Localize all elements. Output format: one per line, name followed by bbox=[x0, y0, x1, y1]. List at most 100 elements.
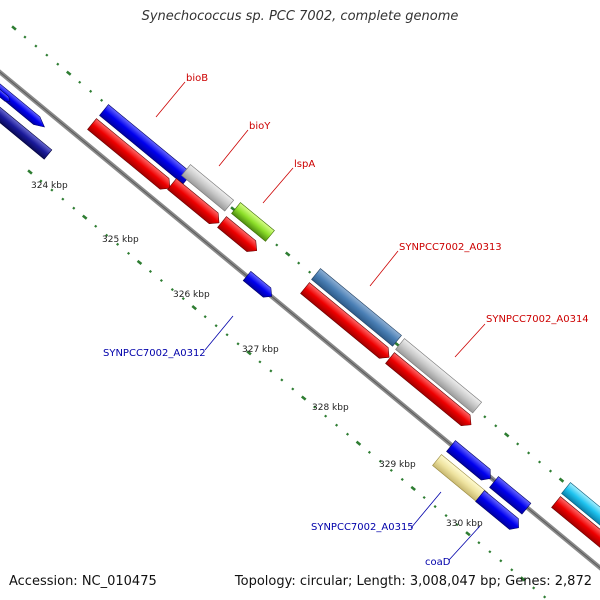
tick-dot bbox=[300, 395, 307, 401]
tick-dot bbox=[34, 44, 38, 48]
tick-dot bbox=[159, 278, 163, 283]
accession-text: Accession: NC_010475 bbox=[9, 574, 157, 589]
tick-label: 325 kbp bbox=[102, 235, 139, 245]
gene-arrow-lspA[interactable] bbox=[231, 202, 275, 242]
tick-dot bbox=[65, 70, 72, 76]
tick-dot bbox=[324, 414, 328, 418]
gene-arrow[interactable] bbox=[561, 482, 600, 532]
gene-label-bioB[interactable]: bioB bbox=[186, 73, 208, 84]
gene-arrow-bioY[interactable] bbox=[167, 178, 224, 229]
tick-dot bbox=[532, 586, 536, 590]
gene-label-A0314[interactable]: SYNPCC7002_A0314 bbox=[486, 314, 589, 325]
gene-arrow-A0314[interactable] bbox=[395, 338, 483, 414]
tick-dot bbox=[105, 233, 109, 237]
tick-dot bbox=[148, 269, 152, 274]
tick-dot bbox=[280, 378, 284, 382]
tick-label: 324 kbp bbox=[31, 181, 68, 191]
tick-dot bbox=[100, 98, 104, 102]
tick-dot bbox=[39, 179, 43, 183]
tick-dot bbox=[236, 342, 240, 346]
gene-label-bioY[interactable]: bioY bbox=[249, 121, 271, 132]
gene-label-lspA[interactable]: lspA bbox=[294, 159, 315, 170]
tick-dot bbox=[422, 495, 426, 500]
tick-dot bbox=[488, 550, 492, 554]
tick-dot bbox=[548, 469, 553, 473]
tick-dot bbox=[519, 576, 526, 582]
gene-arrow[interactable] bbox=[0, 104, 53, 160]
tick-dot bbox=[56, 62, 60, 66]
tick-dot bbox=[465, 531, 471, 537]
tick-dot bbox=[225, 333, 229, 337]
gene-label-A0315[interactable]: SYNPCC7002_A0315 bbox=[311, 522, 414, 533]
tick-dot bbox=[444, 514, 448, 518]
gene-arrow[interactable] bbox=[385, 352, 476, 431]
tick-dot bbox=[72, 206, 76, 210]
tick-dot bbox=[89, 89, 93, 93]
gene-label-A0312[interactable]: SYNPCC7002_A0312 bbox=[103, 348, 206, 359]
map-title: Synechococcus sp. PCC 7002, complete gen… bbox=[141, 9, 459, 24]
gene-arrow-A0312[interactable] bbox=[242, 270, 275, 301]
tick-dot bbox=[297, 261, 301, 265]
gene-features bbox=[0, 81, 600, 553]
tick-dot bbox=[191, 305, 197, 311]
tick-dot bbox=[11, 25, 17, 31]
gene-label-A0313[interactable]: SYNPCC7002_A0313 bbox=[399, 242, 502, 253]
gene-arrow[interactable] bbox=[181, 164, 235, 212]
tick-dot bbox=[181, 297, 185, 301]
tick-dot bbox=[269, 369, 273, 373]
tick-dot bbox=[510, 568, 514, 572]
tick-dot bbox=[214, 324, 218, 328]
label-leaders bbox=[155, 81, 486, 561]
gene-arrow[interactable] bbox=[489, 476, 532, 515]
gene-label-coaD[interactable]: coaD bbox=[425, 557, 451, 568]
tick-dot bbox=[258, 360, 262, 364]
tick-dot bbox=[50, 188, 54, 192]
gene-arrow-coaD[interactable] bbox=[475, 490, 523, 534]
tick-dot bbox=[275, 243, 279, 247]
tick-label: 326 kbp bbox=[173, 290, 210, 300]
tick-dot bbox=[27, 169, 33, 175]
tick-labels: 324 kbp 325 kbp 326 kbp 327 kbp 328 kbp … bbox=[31, 181, 483, 529]
gene-arrow[interactable] bbox=[300, 282, 394, 363]
gene-labels: bioB bioY lspA SYNPCC7002_A0313 SYNPCC70… bbox=[103, 73, 589, 568]
tick-dot bbox=[355, 440, 362, 446]
genome-summary-text: Topology: circular; Length: 3,008,047 bp… bbox=[234, 574, 592, 589]
tick-dot bbox=[170, 287, 174, 292]
tick-dot bbox=[527, 451, 531, 455]
gene-arrow[interactable] bbox=[87, 118, 175, 194]
tick-dot bbox=[116, 242, 120, 246]
tick-dot bbox=[378, 459, 382, 463]
tick-dot bbox=[455, 523, 459, 527]
tick-label: 328 kbp bbox=[312, 403, 349, 413]
tick-label: 327 kbp bbox=[242, 345, 279, 355]
tick-dot bbox=[136, 259, 143, 266]
tick-dot bbox=[538, 460, 542, 464]
tick-dot bbox=[335, 423, 339, 427]
gene-arrow[interactable] bbox=[551, 496, 600, 553]
tick-dot bbox=[433, 505, 437, 509]
tick-dot bbox=[483, 415, 487, 419]
tick-dot bbox=[313, 405, 317, 409]
tick-dot bbox=[126, 251, 131, 255]
tick-dot bbox=[477, 541, 481, 545]
tick-label: 329 kbp bbox=[379, 460, 416, 470]
tick-dot bbox=[203, 315, 207, 319]
gene-arrow-A0313[interactable] bbox=[311, 268, 402, 347]
gene-arrow[interactable] bbox=[446, 440, 495, 484]
tick-label: 330 kbp bbox=[446, 519, 483, 529]
tick-dot bbox=[246, 350, 252, 356]
gene-arrow[interactable] bbox=[217, 216, 262, 256]
tick-dot bbox=[284, 251, 291, 257]
tick-dot bbox=[516, 442, 520, 446]
tick-dot bbox=[543, 595, 547, 599]
tick-dot bbox=[400, 477, 404, 481]
tick-dot bbox=[499, 559, 503, 563]
tick-dot bbox=[410, 485, 416, 492]
tick-dot bbox=[45, 53, 49, 57]
tick-dot bbox=[291, 387, 295, 391]
tick-dot bbox=[503, 432, 510, 438]
tick-dot bbox=[558, 477, 565, 483]
tick-dot bbox=[78, 80, 82, 84]
tick-dot bbox=[23, 35, 27, 39]
